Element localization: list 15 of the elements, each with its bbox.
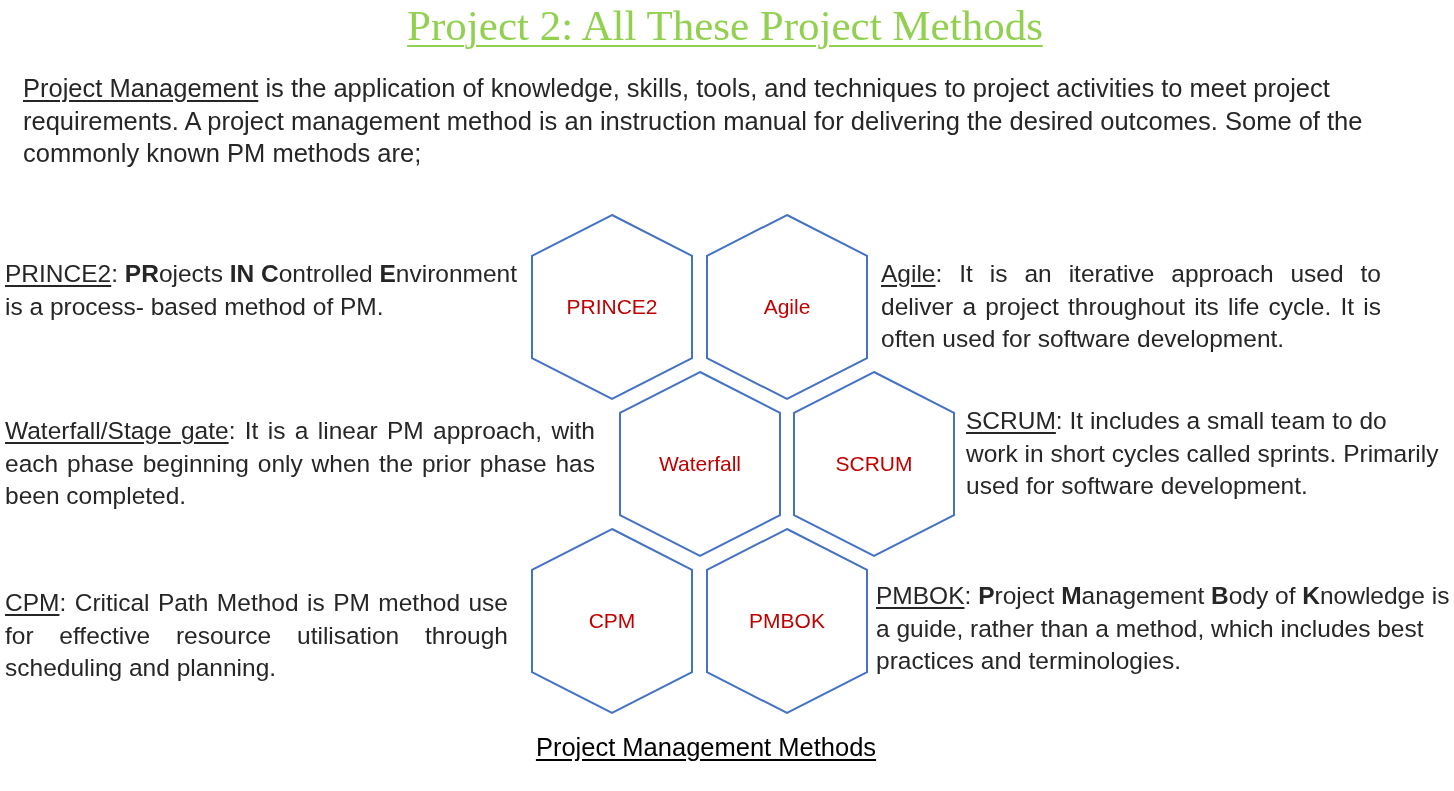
method-name: Agile <box>763 294 811 320</box>
method-description: PRINCE2: PRojects IN Controlled Environment is a process- based method of PM. <box>5 259 519 322</box>
method-name: PRINCE2 <box>566 294 658 320</box>
method-name: Waterfall <box>658 451 742 477</box>
method-description: Agile: It is an iterative approach used to deliver a project throughout its life cycle. It is often used for software development. <box>881 259 1381 354</box>
method-name: SCRUM <box>835 451 913 477</box>
page-title: Project 2: All These Project Methods <box>407 2 1043 49</box>
figure-caption: Project Management Methods <box>535 733 877 761</box>
method-description: SCRUM: It includes a small team to do work in short cycles called sprints. Primarily used for software development. <box>966 406 1440 501</box>
method-name: PMBOK <box>749 608 825 634</box>
intro-paragraph: Project Management is the application of knowledge, skills, tools, and techniques to project activities to meet project requirements. A project management method is an instruction manual for delivering the desired outcomes. Some of the commonly known PM methods are; <box>23 73 1364 169</box>
method-description: Waterfall/Stage gate: It is a linear PM approach, with each phase beginning only when the prior phase has been completed. <box>5 416 595 511</box>
method-description: CPM: Critical Path Method is PM method use for effective resource utilisation through scheduling and planning. <box>5 588 508 683</box>
method-name: CPM <box>588 608 636 634</box>
method-description: PMBOK: Project Management Body of Knowledge is a guide, rather than a method, which includes best practices and terminologies. <box>876 581 1451 676</box>
